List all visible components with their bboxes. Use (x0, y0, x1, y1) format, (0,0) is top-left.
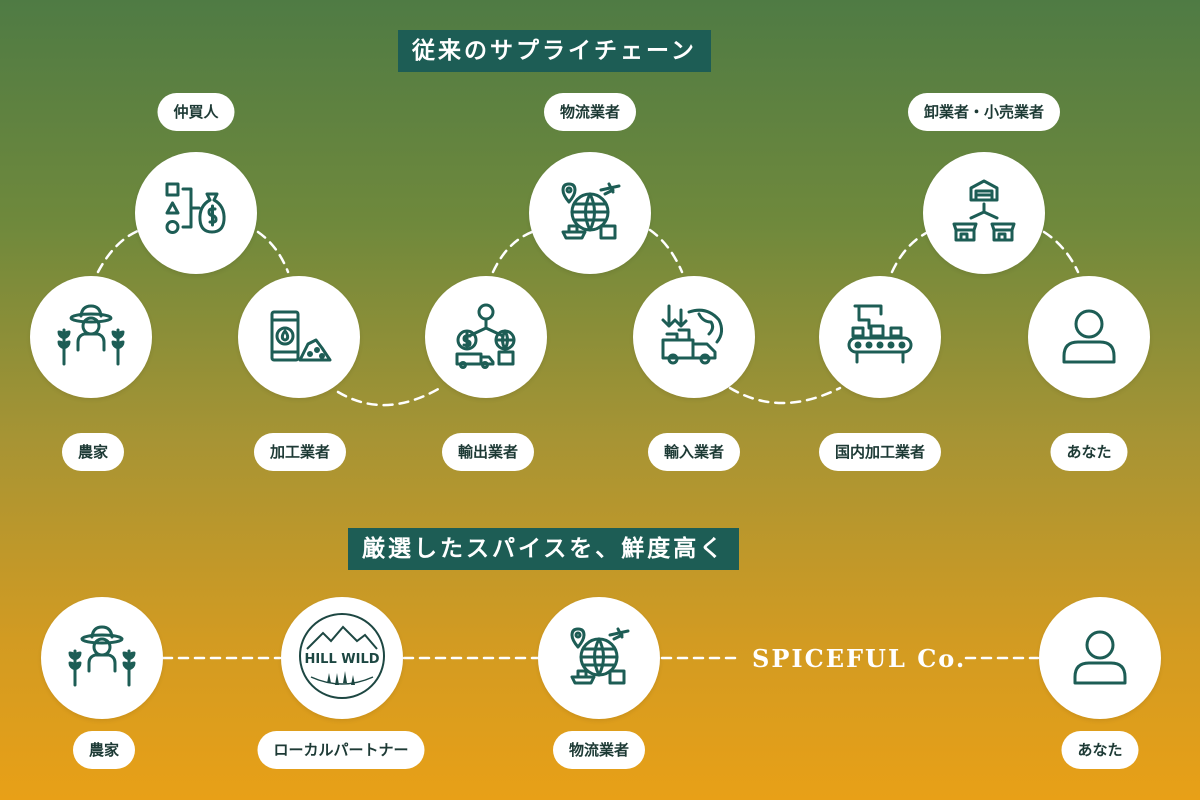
processor-label: 加工業者 (253, 433, 347, 471)
logistics-node-top (529, 152, 651, 274)
importer-node (633, 276, 755, 398)
domestic-processor-node (819, 276, 941, 398)
warehouse-retail-icon (949, 176, 1019, 250)
global-logistics-icon (555, 176, 625, 250)
broker-label: 仲買人 (157, 93, 235, 131)
broker-flow-icon (161, 176, 231, 250)
processing-tank-icon (264, 300, 334, 374)
farmer-node-direct (41, 597, 163, 719)
you-label-direct: あなた (1061, 731, 1139, 769)
farmer-label: 農家 (61, 433, 125, 471)
farmer-label-direct: 農家 (72, 731, 136, 769)
domestic-processor-label: 国内加工業者 (818, 433, 942, 471)
user-icon (1065, 621, 1135, 695)
broker-node (135, 152, 257, 274)
local-partner-label: ローカルパートナー (257, 731, 425, 769)
import-delivery-icon (659, 300, 729, 374)
logistics-label-top: 物流業者 (543, 93, 637, 131)
curated-supply-chain-title: 厳選したスパイスを、鮮度高く (348, 528, 740, 570)
logistics-label-direct: 物流業者 (552, 731, 646, 769)
farmer-node (30, 276, 152, 398)
conveyor-factory-icon (845, 300, 915, 374)
hill-wild-logo: HILL WILD (297, 611, 387, 705)
you-node (1028, 276, 1150, 398)
logistics-node-direct (538, 597, 660, 719)
wholesale-retail-label: 卸業者・小売業者 (907, 93, 1061, 131)
processor-node (238, 276, 360, 398)
exporter-label: 輸出業者 (441, 433, 535, 471)
exporter-node (425, 276, 547, 398)
farmer-icon (56, 300, 126, 374)
you-node-direct (1039, 597, 1161, 719)
importer-label: 輸入業者 (647, 433, 741, 471)
you-label: あなた (1050, 433, 1128, 471)
export-trade-icon (451, 300, 521, 374)
spiceful-brand: SPICEFUL Co. (752, 644, 967, 673)
farmer-icon (67, 621, 137, 695)
svg-text:HILL WILD: HILL WILD (304, 652, 379, 667)
global-logistics-icon (564, 621, 634, 695)
local-partner-node: HILL WILD (281, 597, 403, 719)
user-icon (1054, 300, 1124, 374)
wholesale-retail-node (923, 152, 1045, 274)
traditional-supply-chain-title: 従来のサプライチェーン (398, 30, 711, 72)
